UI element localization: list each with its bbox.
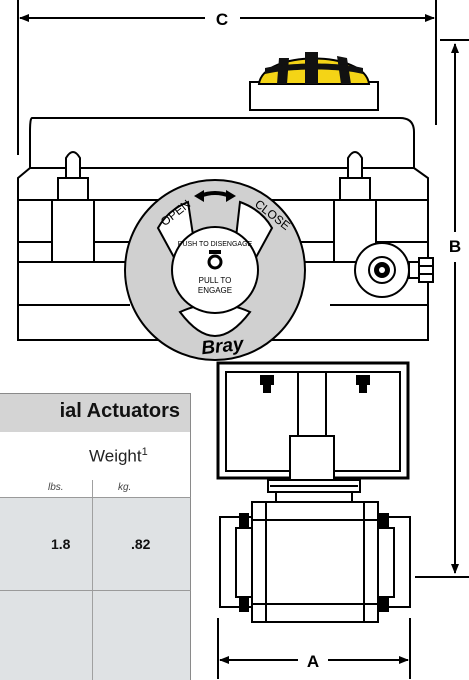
weight-kg-cell: .82 bbox=[131, 536, 151, 552]
weight-lbs-cell: 1.8 bbox=[51, 536, 71, 552]
position-indicator-cap bbox=[249, 52, 379, 111]
bolt-posts bbox=[51, 151, 377, 263]
table-title: ial Actuators bbox=[59, 400, 180, 422]
table-row: 1.8 .82 bbox=[0, 497, 191, 590]
dimension-a bbox=[217, 618, 411, 679]
manual-override-knob bbox=[354, 242, 434, 298]
dimension-a-label: A bbox=[307, 652, 319, 671]
spec-table: ial Actuators Weight1 lbs. kg. 1.8 .82 bbox=[0, 393, 192, 680]
dial-push-to-disengage: PUSH TO DISENGAGE bbox=[178, 241, 253, 248]
table-row-partial bbox=[0, 590, 191, 680]
row-divider bbox=[92, 498, 93, 590]
dimension-c bbox=[17, 0, 437, 155]
row-divider bbox=[92, 591, 93, 680]
dimension-b-label: B bbox=[449, 237, 461, 256]
ball-valve bbox=[219, 501, 411, 623]
dial-pull-to: PULL TO bbox=[199, 276, 232, 285]
table-header: ial Actuators bbox=[0, 393, 191, 433]
dimension-b bbox=[415, 39, 469, 578]
dial-engage: ENGAGE bbox=[198, 286, 232, 295]
unit-lbs: lbs. bbox=[48, 482, 64, 493]
brand-logo: Bray bbox=[200, 334, 246, 359]
dimension-c-label: C bbox=[216, 10, 228, 29]
mounting-bracket bbox=[216, 361, 410, 503]
weight-label: Weight1 bbox=[89, 446, 148, 466]
handwheel-dial bbox=[124, 179, 306, 361]
weight-footnote: 1 bbox=[141, 446, 148, 458]
unit-kg: kg. bbox=[118, 482, 132, 493]
